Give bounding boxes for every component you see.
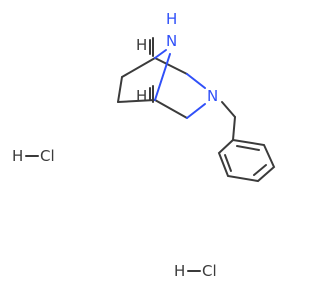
ring-nitrogen-label: N <box>207 87 218 105</box>
bond-c7-c6 <box>117 76 123 103</box>
phenyl-double-bond-1 <box>236 145 260 151</box>
h-on-bridge-nitrogen: H <box>166 10 177 28</box>
bond-c1-c2 <box>154 57 188 75</box>
bond-n3-ch2 <box>221 101 236 118</box>
bond-c5-c4 <box>154 99 188 119</box>
bond-c5-n8 <box>154 53 171 101</box>
bridge-nitrogen-label: N <box>166 32 177 50</box>
stereo-h-top-label: H <box>136 36 147 54</box>
hcl-salt-1: H Cl <box>12 147 55 165</box>
bond-c2-n3 <box>186 73 206 89</box>
stereo-hash-bonds <box>149 37 154 103</box>
hcl-1-cl: Cl <box>40 147 55 165</box>
bond-ch2-phenyl <box>232 116 236 141</box>
phenyl-hexagon <box>217 138 276 183</box>
phenyl-ring <box>217 138 276 183</box>
bicyclic-skeleton <box>117 49 236 141</box>
bond-c1-c7 <box>121 57 156 78</box>
stereo-h-bottom-label: H <box>136 87 147 105</box>
hcl-2-cl: Cl <box>202 262 217 280</box>
bond-c4-n3 <box>186 103 206 119</box>
bond-c1-n8 <box>154 49 167 59</box>
phenyl-double-bond-2 <box>253 164 267 176</box>
hcl-salt-2: H Cl <box>174 262 217 280</box>
hcl-2-h: H <box>174 262 185 280</box>
phenyl-double-bond-3 <box>224 154 232 172</box>
chemical-structure-diagram: H N N H H H Cl H Cl <box>12 10 276 280</box>
hcl-1-h: H <box>12 147 23 165</box>
bond-c6-c5 <box>117 99 156 103</box>
